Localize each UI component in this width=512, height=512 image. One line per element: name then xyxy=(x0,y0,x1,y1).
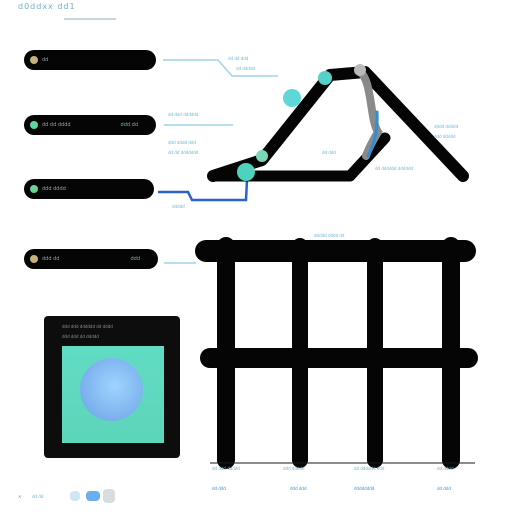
column-label: ddd ddddd xyxy=(283,466,305,471)
callout-text: ddd ddddd xyxy=(434,134,456,139)
footer-arrow-icon: ✕ xyxy=(18,494,22,499)
legend-label: ddd dd xyxy=(42,256,60,262)
hinge-icon xyxy=(354,64,366,76)
roof-frame xyxy=(207,66,469,182)
legend-label: dd dd dddd xyxy=(42,122,71,128)
panel-subheading: ddd ddd dd ddddd xyxy=(62,334,99,339)
legend-label: ddd dddd xyxy=(42,186,66,192)
column-sublabel: dddddddd xyxy=(354,486,375,491)
column-label: dd ddd ddddd xyxy=(212,466,240,471)
legend-pill-4[interactable]: ddd dd ddd xyxy=(24,249,158,269)
node-marker-icon[interactable] xyxy=(283,89,301,107)
node-marker-icon[interactable] xyxy=(256,150,268,162)
panel-heading: ddd ddd dddddd dd dddd xyxy=(62,324,113,329)
status-dot-icon xyxy=(30,121,38,129)
status-dot-icon xyxy=(30,255,38,263)
callout-text: dd dd ddddddd xyxy=(168,150,199,155)
callout-text: dd ddddd xyxy=(236,66,256,71)
callout-text: dddd ddddd xyxy=(434,124,459,129)
toggle-icon[interactable] xyxy=(86,491,100,501)
legend-value: ddd dd xyxy=(120,122,138,128)
node-marker-icon[interactable] xyxy=(237,163,255,181)
column-label: dd dddddd ddd xyxy=(354,466,385,471)
legend-pill-3[interactable]: ddd dddd xyxy=(24,179,154,199)
column-sublabel: dd ddd xyxy=(437,486,451,491)
callout-text: ddddd xyxy=(172,204,185,209)
column-sublabel: dd ddd xyxy=(212,486,226,491)
globe-icon xyxy=(80,358,143,421)
status-dot-icon xyxy=(30,185,38,193)
legend-pill-2[interactable]: dd dd dddd ddd dd xyxy=(24,115,156,135)
legend-label: dd xyxy=(42,57,49,63)
grid-structure xyxy=(195,237,478,469)
callout-text: dd dddddd dddddd xyxy=(375,166,414,171)
status-dot-icon xyxy=(30,56,38,64)
connector-line xyxy=(163,59,278,77)
callout-text: ddddd dddd dd xyxy=(314,233,345,238)
callout-text: dd ddd xyxy=(322,150,336,155)
column-sublabel: ddd ddd xyxy=(290,486,307,491)
column-label: dd dddd xyxy=(437,466,454,471)
title-underline xyxy=(64,18,116,20)
settings-icon[interactable] xyxy=(103,489,115,503)
callout-text: ddd dddd ddd xyxy=(168,140,196,145)
legend-pill-1[interactable]: dd xyxy=(24,50,156,70)
node-marker-icon[interactable] xyxy=(318,71,332,85)
share-icon[interactable] xyxy=(70,491,80,501)
callout-text: dd ddd dddddd xyxy=(168,112,199,117)
callout-text: dd dd ddd xyxy=(228,56,249,61)
support-arm xyxy=(356,68,383,160)
diagram-title: d0ddxx dd1 xyxy=(18,2,76,11)
legend-value: ddd xyxy=(130,256,140,262)
sensor-cable xyxy=(366,110,379,158)
footer-text: dd dd xyxy=(32,494,44,499)
roof-brace xyxy=(207,132,391,182)
signal-path xyxy=(158,179,249,202)
